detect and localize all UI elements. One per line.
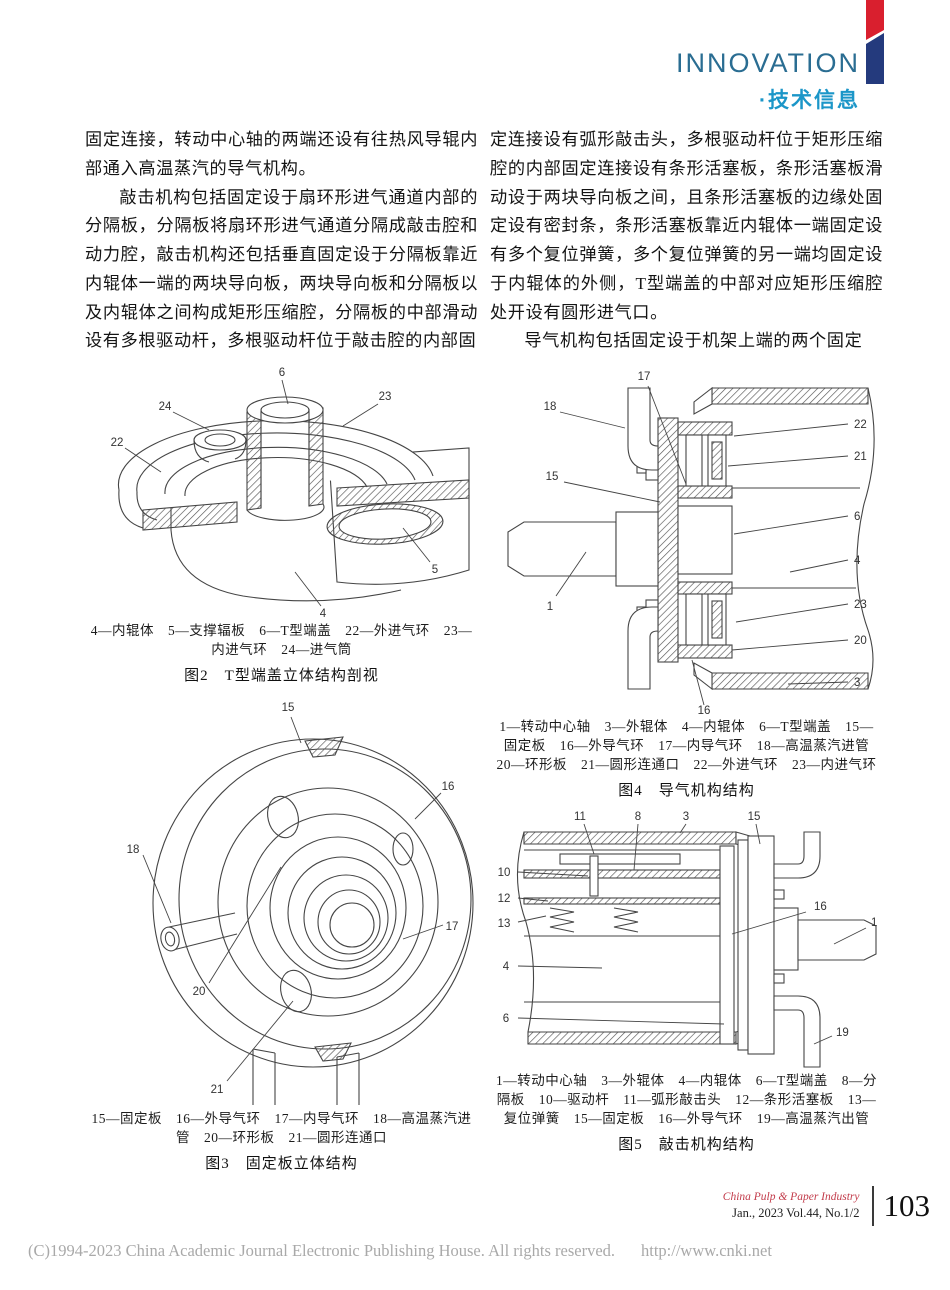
figure-3-legend: 15—固定板 16—外导气环 17—内导气环 18—高温蒸汽进管 20—环形板 … xyxy=(91,1111,472,1145)
fig5-callout-13: 13 xyxy=(498,918,511,930)
fig4-callout-1: 1 xyxy=(547,601,553,613)
body-paragraph: 导气机构包括固定设于机架上端的两个固定 xyxy=(524,331,863,351)
fig4-callout-18: 18 xyxy=(544,401,557,413)
fig5-callout-4: 4 xyxy=(503,961,510,973)
fig5-callout-10: 10 xyxy=(498,867,511,879)
fig4-callout-17: 17 xyxy=(638,371,651,383)
figure-4-diagram: 18 17 22 21 15 6 4 1 23 20 3 16 xyxy=(507,371,875,714)
header-subtitle: ·技术信息 xyxy=(759,89,860,112)
figure-3-diagram: 15 16 18 17 20 21 xyxy=(127,702,474,1105)
footer-divider xyxy=(871,1186,874,1226)
fig4-callout-6: 6 xyxy=(854,511,860,523)
figure-5: 11 8 3 15 10 12 13 4 6 16 1 19 1—转动中心轴 3… xyxy=(490,806,883,1154)
fig5-callout-8: 8 xyxy=(635,811,641,823)
fig2-callout-4: 4 xyxy=(320,608,327,618)
journal-info: China Pulp & Paper Industry Jan., 2023 V… xyxy=(723,1186,930,1226)
fig5-callout-6: 6 xyxy=(503,1013,509,1025)
fig3-callout-18: 18 xyxy=(127,844,140,856)
right-column-text: 定连接设有弧形敲击头，多根驱动杆位于矩形压缩腔的内部固定连接设有条形活塞板，条形… xyxy=(490,126,883,356)
journal-name: China Pulp & Paper Industry xyxy=(722,1191,860,1203)
body-paragraph: 固定连接，转动中心轴的两端还设有往热风导辊内部通入高温蒸汽的导气机构。 xyxy=(85,130,478,178)
fig4-callout-23: 23 xyxy=(854,599,867,611)
fig2-callout-23: 23 xyxy=(379,391,392,403)
right-column: 定连接设有弧形敲击头，多根驱动杆位于矩形压缩腔的内部固定连接设有条形活塞板，条形… xyxy=(490,126,883,1154)
journal-logo-icon xyxy=(866,0,884,84)
fig4-callout-20: 20 xyxy=(854,635,867,647)
figure-2: 24 6 23 22 5 4 4—内辊体 5—支撑辐板 6—T型端盖 22—外进… xyxy=(85,362,478,685)
fig3-callout-16: 16 xyxy=(442,781,455,793)
figure-2-legend: 4—内辊体 5—支撑辐板 6—T型端盖 22—外进气环 23—内进气环 24—进… xyxy=(90,623,473,657)
figure-4-caption: 图4 导气机构结构 xyxy=(618,783,755,799)
fig4-callout-16: 16 xyxy=(698,705,711,714)
body-paragraph: 定连接设有弧形敲击头，多根驱动杆位于矩形压缩腔的内部固定连接设有条形活塞板，条形… xyxy=(490,130,883,322)
page-number: 103 xyxy=(883,1188,931,1223)
copyright-text: (C)1994-2023 China Academic Journal Elec… xyxy=(28,1241,616,1260)
body-paragraph: 敲击机构包括固定设于扇环形进气通道内部的分隔板，分隔板将扇环形进气通道分隔成敲击… xyxy=(85,187,478,351)
fig5-callout-1: 1 xyxy=(871,917,877,929)
fig5-callout-19: 19 xyxy=(836,1027,849,1039)
fig5-callout-11: 11 xyxy=(574,811,586,823)
fig4-callout-15: 15 xyxy=(546,471,559,483)
figure-5-diagram: 11 8 3 15 10 12 13 4 6 16 1 19 xyxy=(498,811,877,1068)
fig5-callout-12: 12 xyxy=(498,893,511,905)
copyright-strip: (C)1994-2023 China Academic Journal Elec… xyxy=(28,1241,928,1261)
fig5-callout-3: 3 xyxy=(683,811,689,823)
fig4-callout-22: 22 xyxy=(854,419,867,431)
fig3-callout-21: 21 xyxy=(211,1084,224,1096)
figure-4: 18 17 22 21 15 6 4 1 23 20 3 16 1—转动中心轴 … xyxy=(490,362,883,800)
fig5-callout-16: 16 xyxy=(814,901,827,913)
fig2-callout-5: 5 xyxy=(432,564,438,576)
figure-2-diagram: 24 6 23 22 5 4 xyxy=(111,367,470,618)
fig2-callout-6: 6 xyxy=(279,367,285,379)
figure-4-legend: 1—转动中心轴 3—外辊体 4—内辊体 6—T型端盖 15—固定板 16—外导气… xyxy=(496,719,884,772)
figure-3-caption: 图3 固定板立体结构 xyxy=(205,1156,358,1172)
figure-2-caption: 图2 T型端盖立体结构剖视 xyxy=(184,668,379,684)
left-column: 固定连接，转动中心轴的两端还设有往热风导辊内部通入高温蒸汽的导气机构。 敲击机构… xyxy=(85,126,478,1173)
fig2-callout-22: 22 xyxy=(111,437,124,449)
left-column-text: 固定连接，转动中心轴的两端还设有往热风导辊内部通入高温蒸汽的导气机构。 敲击机构… xyxy=(85,126,478,356)
fig5-callout-15: 15 xyxy=(748,811,761,823)
issue-info: Jan., 2023 Vol.44, No.1/2 xyxy=(732,1206,860,1220)
header-title: INNOVATION xyxy=(675,48,860,78)
website-url: http://www.cnki.net xyxy=(641,1241,772,1260)
figure-5-caption: 图5 敲击机构结构 xyxy=(618,1137,755,1153)
fig4-callout-21: 21 xyxy=(854,451,867,463)
figure-3: 15 16 18 17 20 21 15—固定板 16—外导气环 17—内导气环… xyxy=(85,691,478,1173)
fig3-callout-20: 20 xyxy=(193,986,206,998)
fig3-callout-15: 15 xyxy=(282,702,295,714)
fig4-callout-4: 4 xyxy=(854,555,861,567)
fig2-callout-24: 24 xyxy=(159,401,172,413)
fig4-callout-3: 3 xyxy=(854,677,860,689)
figure-5-legend: 1—转动中心轴 3—外辊体 4—内辊体 6—T型端盖 8—分隔板 10—驱动杆 … xyxy=(496,1073,877,1126)
fig3-callout-17: 17 xyxy=(446,921,459,933)
